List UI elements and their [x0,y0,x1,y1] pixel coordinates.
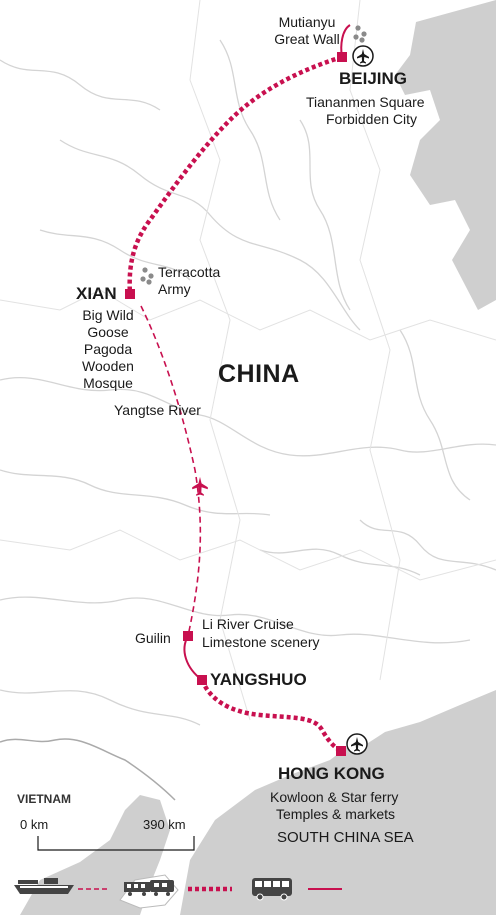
label-big-wild: Big Wild [82,307,134,323]
label-terracotta: Terracotta [158,264,221,280]
airplane-icon [192,476,208,496]
label-xian: XIAN [76,284,117,303]
label-army: Army [158,281,191,297]
label-great-wall: Great Wall [274,31,340,47]
bus-icon [252,878,292,901]
river-route-guilin-yangshuo [183,635,203,681]
label-tiananmen: Tiananmen Square [306,94,425,110]
legend [14,878,342,901]
stop-marker-xian [125,289,135,299]
sea-areas [20,0,496,915]
bohai-sea [395,0,496,310]
label-temples: Temples & markets [276,806,396,822]
label-forbidden-city: Forbidden City [326,111,418,127]
label-hong-kong: HONG KONG [278,764,385,783]
label-goose: Goose [87,324,129,340]
label-yangshuo: YANGSHUO [210,670,307,689]
train-route-beijing-xian [127,54,343,295]
scale-end-label: 390 km [143,817,186,832]
label-china: CHINA [218,360,300,388]
flight-route-xian-guilin [140,305,202,637]
label-limestone: Limestone scenery [202,634,320,650]
stop-marker-hongkong [336,746,346,756]
label-yangtse-river: Yangtse River [114,402,201,418]
label-beijing: BEIJING [339,69,408,88]
sight-icon-terracotta [140,267,154,285]
label-pagoda: Pagoda [83,341,133,357]
label-guilin: Guilin [135,630,171,646]
scale-start-label: 0 km [20,817,49,832]
sight-icon-great-wall [353,25,367,43]
south-china-sea [180,690,496,915]
label-wooden: Wooden [82,358,134,374]
label-vietnam: VIETNAM [17,792,71,806]
label-south-china-sea: SOUTH CHINA SEA [277,829,414,846]
stop-marker-guilin [183,631,193,641]
rivers [0,39,496,726]
country-borders [0,738,176,801]
scale-bar [37,836,195,851]
train-route-yangshuo-hongkong [199,679,343,754]
label-kowloon: Kowloon & Star ferry [270,789,399,805]
label-mosque: Mosque [83,375,133,391]
train-icon [124,880,174,896]
province-borders [0,0,496,721]
boat-icon [14,878,74,894]
label-li-river: Li River Cruise [202,616,294,632]
label-mutianyu: Mutianyu [278,14,336,30]
stop-marker-beijing [337,52,347,62]
stop-marker-yangshuo [197,675,207,685]
airport-icon-hongkong [346,733,368,755]
airport-icon-beijing [352,45,374,67]
